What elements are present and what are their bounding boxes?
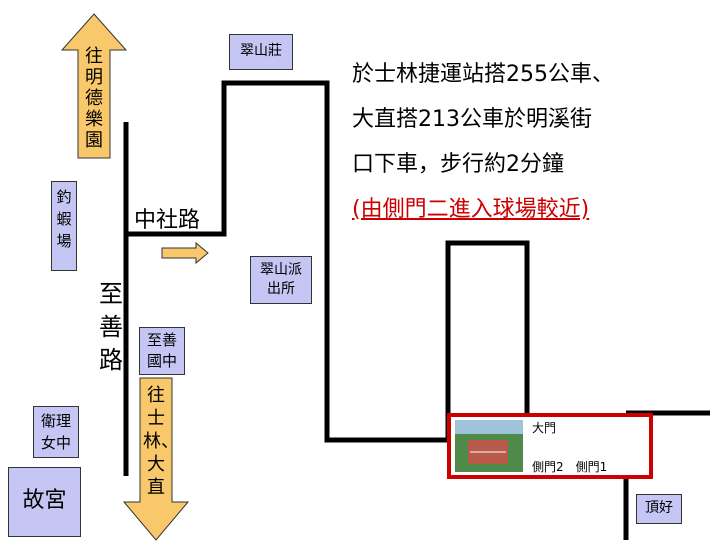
- dinghao-label: 頂好: [636, 494, 682, 524]
- directions-line-4: (由側門二進入球場較近): [352, 197, 590, 222]
- zhongshe-road-line: [126, 80, 626, 443]
- to-shilin-label: 往士林、大直: [143, 385, 179, 498]
- main-gate-label: 大門: [532, 421, 557, 435]
- fishing-shrimp-label: 釣蝦場: [51, 181, 77, 271]
- palace-museum-label: 故宮: [8, 467, 81, 537]
- venue-branch-road: [445, 240, 530, 440]
- directions-line-3: 口下車，步行約2分鐘: [352, 152, 564, 177]
- up-arrow-icon: [60, 13, 128, 159]
- down-arrow-icon: [122, 377, 190, 541]
- to-mingde-label: 往明德樂園: [85, 46, 103, 151]
- zhishan-road-label: 至善路: [99, 280, 123, 374]
- right-arrow-icon: [161, 241, 209, 265]
- directions-line-1: 於士林捷運站搭255公車、: [352, 62, 614, 87]
- directions-line-2: 大直搭213公車於明溪街: [352, 107, 592, 132]
- cuishan-police-label: 翠山派出所: [250, 256, 312, 304]
- side-gates-label: 側門2 側門1: [532, 460, 608, 474]
- zhongshe-road-label: 中社路: [134, 208, 201, 233]
- zhishan-junior-high-label: 至善國中: [139, 327, 185, 375]
- venue-photo-sky: [455, 420, 523, 434]
- weili-girls-high-label: 衛理女中: [33, 406, 79, 458]
- cuishan-villa-label: 翠山莊: [229, 34, 293, 70]
